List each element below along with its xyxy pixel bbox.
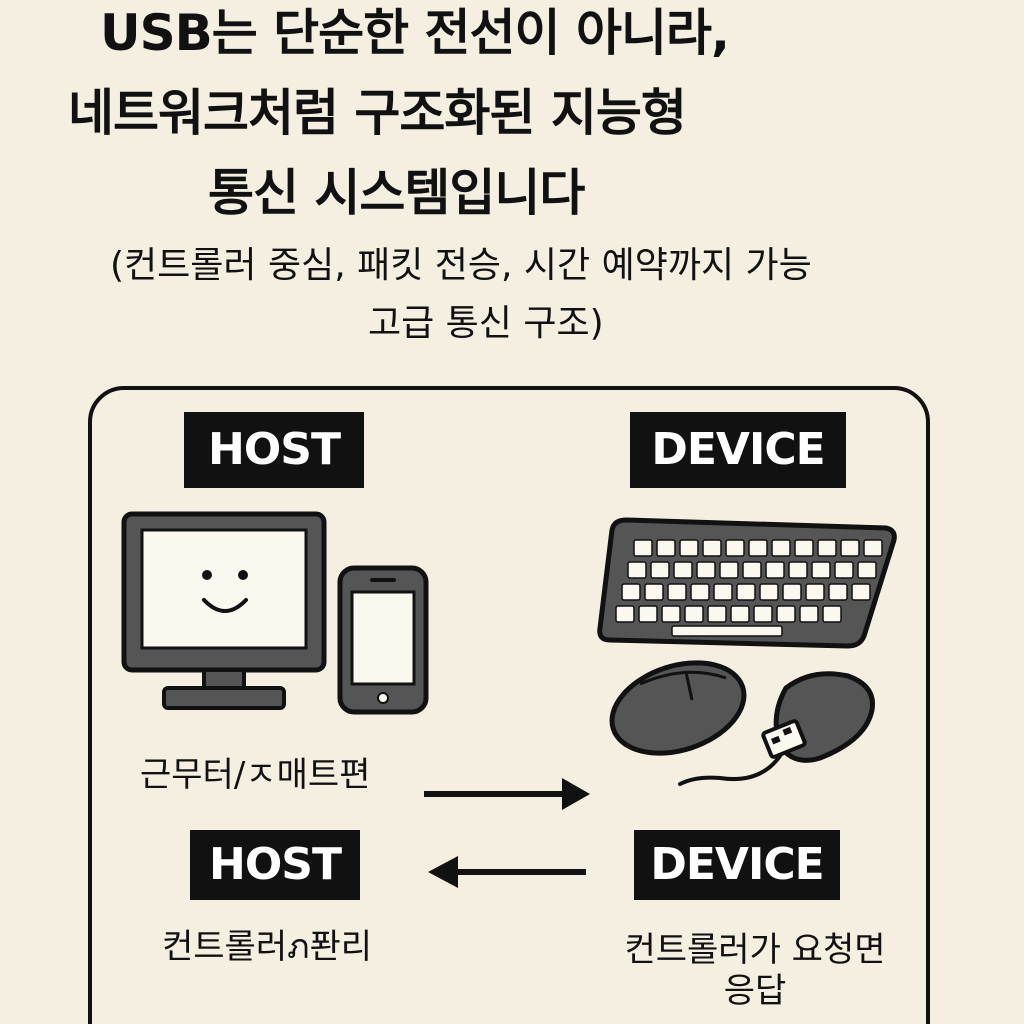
keyboard-key bbox=[857, 561, 877, 579]
host-role-caption: 컨트롤러ภ퐌리 bbox=[162, 927, 373, 967]
device-bottom-tag: DEVICE bbox=[634, 830, 840, 900]
keyboard-key bbox=[713, 583, 733, 601]
keyboard-key bbox=[627, 561, 647, 579]
smartphone-icon bbox=[337, 565, 429, 715]
keyboard-key bbox=[817, 539, 837, 557]
arrow-right-icon bbox=[424, 778, 590, 810]
keyboard-key bbox=[863, 539, 883, 557]
diagram-frame bbox=[88, 386, 930, 1024]
keyboard-key bbox=[834, 561, 854, 579]
keyboard-key bbox=[707, 605, 727, 623]
keyboard-key bbox=[736, 583, 756, 601]
keyboard-key bbox=[633, 539, 653, 557]
keyboard-key bbox=[799, 605, 819, 623]
keyboard-key bbox=[742, 561, 762, 579]
title-line-2: 네트워크처럼 구조화된 지능형 bbox=[68, 84, 687, 142]
keyboard-key bbox=[690, 583, 710, 601]
keyboard-key bbox=[702, 539, 722, 557]
subtitle-line-1: (컨트롤러 중심, 패킷 전승, 시간 예약까지 가능 bbox=[110, 245, 812, 286]
keyboard-key bbox=[748, 539, 768, 557]
keyboard-key bbox=[771, 539, 791, 557]
device-top-tag: DEVICE bbox=[630, 412, 846, 488]
keyboard-key bbox=[840, 539, 860, 557]
host-bottom-tag: HOST bbox=[190, 830, 360, 900]
keyboard-icon bbox=[597, 517, 897, 649]
keyboard-key bbox=[667, 583, 687, 601]
keyboard-key bbox=[828, 583, 848, 601]
keyboard-key bbox=[776, 605, 796, 623]
keyboard-key bbox=[719, 561, 739, 579]
keyboard-key bbox=[765, 561, 785, 579]
mouse-icon bbox=[609, 660, 747, 756]
keyboard-key bbox=[788, 561, 808, 579]
title-line-3: 통신 시스템입니다 bbox=[208, 164, 585, 222]
keyboard-key bbox=[644, 583, 664, 601]
keyboard-key bbox=[725, 539, 745, 557]
keyboard-key bbox=[679, 539, 699, 557]
keyboard-spacebar bbox=[671, 625, 783, 637]
keyboard-key bbox=[759, 583, 779, 601]
keyboard-key bbox=[794, 539, 814, 557]
keyboard-key bbox=[753, 605, 773, 623]
keyboard-key bbox=[696, 561, 716, 579]
keyboard-key bbox=[673, 561, 693, 579]
keyboard-key bbox=[822, 605, 842, 623]
subtitle-line-2: 고급 통신 구조) bbox=[368, 303, 604, 344]
keyboard-key bbox=[650, 561, 670, 579]
keyboard-key bbox=[656, 539, 676, 557]
device-role-caption: 컨트롤러가 요청면 응답 bbox=[624, 930, 886, 1012]
keyboard-key bbox=[661, 605, 681, 623]
monitor-icon bbox=[121, 511, 327, 710]
keyboard-key bbox=[851, 583, 871, 601]
keyboard-key bbox=[782, 583, 802, 601]
host-devices-caption: 근무터/ㅈ매트편 bbox=[140, 755, 371, 795]
title-line-1: USB는 단순한 전선이 아니라, bbox=[100, 4, 730, 62]
usb-drive-icon bbox=[678, 671, 875, 786]
keyboard-key bbox=[805, 583, 825, 601]
arrow-left-icon bbox=[428, 856, 586, 888]
keyboard-key bbox=[811, 561, 831, 579]
keyboard-key bbox=[638, 605, 658, 623]
keyboard-key bbox=[730, 605, 750, 623]
keyboard-key bbox=[684, 605, 704, 623]
host-top-tag: HOST bbox=[184, 412, 364, 488]
keyboard-key bbox=[615, 605, 635, 623]
keyboard-key bbox=[621, 583, 641, 601]
